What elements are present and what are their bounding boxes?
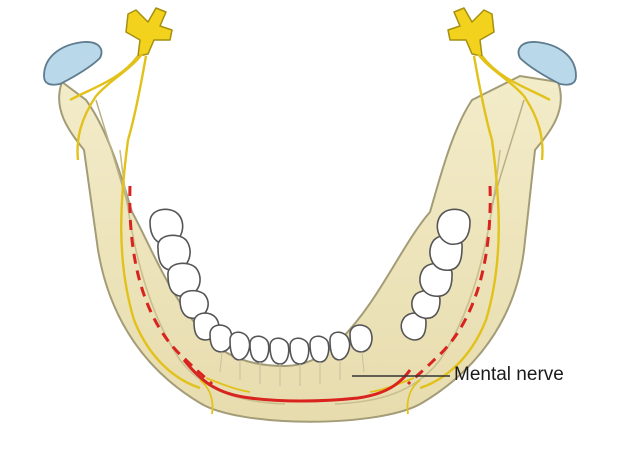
tooth-front-6 (309, 335, 330, 363)
inner-bone-contour-right (334, 149, 501, 405)
tooth-front-3 (249, 335, 270, 363)
teeth (149, 208, 471, 365)
ramus-left-detail (95, 99, 129, 206)
tooth-front-5 (289, 337, 310, 365)
ramus-right-detail (491, 99, 525, 206)
nerve-fibers-right (419, 53, 551, 390)
incisive-nerve (182, 359, 412, 403)
tooth-front-2 (229, 331, 251, 361)
trigeminal-branch-right (447, 7, 495, 57)
tooth-front-7 (329, 331, 351, 361)
mandibular-canal-left (128, 185, 214, 386)
nerve-fibers-left (69, 53, 201, 390)
tooth-left-4 (179, 289, 209, 320)
trigeminal-branch-left (125, 7, 173, 57)
tooth-right-1 (436, 208, 471, 246)
condyle-right (517, 41, 577, 86)
tooth-left-2 (157, 234, 191, 272)
mental-nerve-label: Mental nerve (454, 364, 564, 385)
tooth-roots (219, 351, 365, 386)
tooth-front-1 (209, 324, 233, 353)
tooth-front-8 (349, 324, 373, 353)
condyle-left (43, 41, 103, 86)
tooth-front-4 (269, 337, 290, 365)
tooth-left-3 (167, 262, 201, 298)
inner-bone-contour-left (119, 149, 286, 405)
